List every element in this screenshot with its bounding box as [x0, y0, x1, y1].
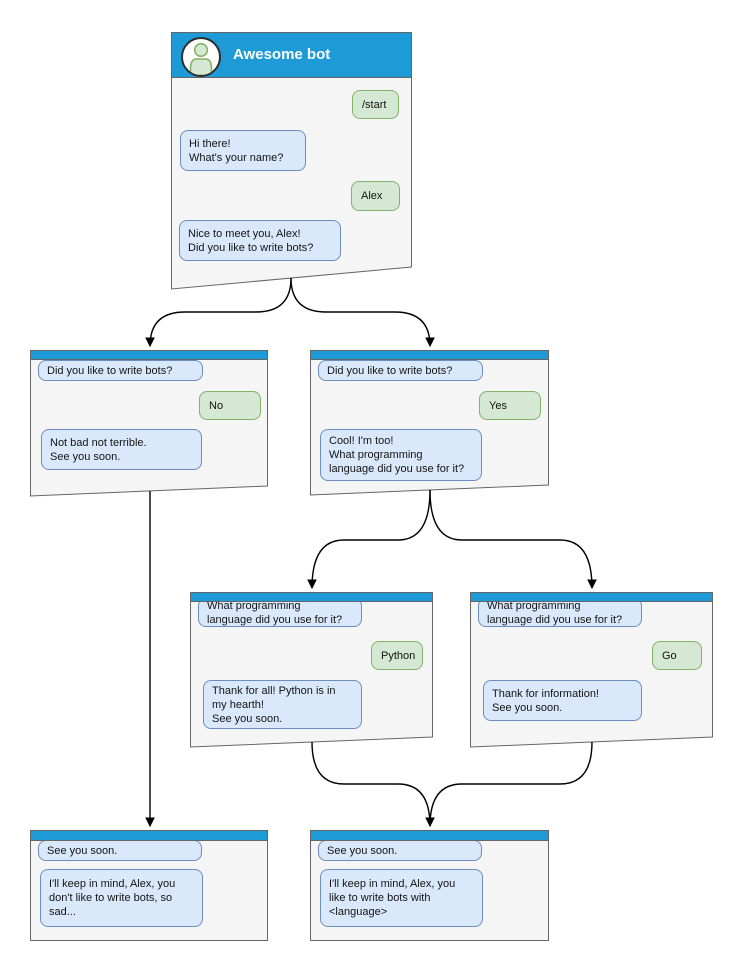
bot-bubble-no-response: Not bad not terrible. See you soon. [41, 429, 202, 470]
bot-bubble-go-question: What programming language did you use fo… [478, 598, 642, 627]
bot-bubble-python-question: What programming language did you use fo… [198, 598, 362, 627]
user-bubble-no: No [199, 391, 261, 420]
connector-main-to-no [145, 277, 292, 348]
connector-python-to-end [311, 741, 435, 828]
bot-bubble-greeting: Hi there! What's your name? [180, 130, 306, 171]
connector-go-to-end [429, 741, 593, 827]
user-bubble-python: Python [371, 641, 423, 670]
bot-window-title: Awesome bot [233, 46, 331, 63]
user-bubble-go: Go [652, 641, 702, 670]
bot-bubble-no-question: Did you like to write bots? [38, 360, 203, 381]
bot-bubble-meet: Nice to meet you, Alex! Did you like to … [179, 220, 341, 261]
bot-bubble-end-yes-2: I'll keep in mind, Alex, you like to wri… [320, 869, 483, 927]
titlebar-yes [310, 350, 549, 360]
bot-bubble-end-no-2: I'll keep in mind, Alex, you don't like … [40, 869, 203, 927]
connector-main-to-yes [290, 277, 435, 348]
bot-bubble-end-yes-1: See you soon. [318, 840, 482, 861]
bot-bubble-yes-question: Did you like to write bots? [318, 360, 483, 381]
titlebar-end-no [30, 830, 268, 841]
user-bubble-start: /start [352, 90, 399, 119]
connector-yes-to-go [429, 489, 597, 590]
user-bubble-name: Alex [351, 181, 400, 211]
titlebar-no [30, 350, 268, 360]
titlebar-python [190, 592, 433, 602]
bot-bubble-yes-response: Cool! I'm too! What programming language… [320, 429, 482, 481]
bot-bubble-go-response: Thank for information! See you soon. [483, 680, 642, 721]
connector-yes-to-python [307, 489, 431, 590]
bot-bubble-end-no-1: See you soon. [38, 840, 202, 861]
bot-avatar-icon [181, 37, 221, 77]
user-bubble-yes: Yes [479, 391, 541, 420]
titlebar-go [470, 592, 713, 602]
titlebar-end-yes [310, 830, 549, 841]
person-icon [189, 42, 213, 75]
bot-bubble-python-response: Thank for all! Python is in my hearth! S… [203, 680, 362, 729]
